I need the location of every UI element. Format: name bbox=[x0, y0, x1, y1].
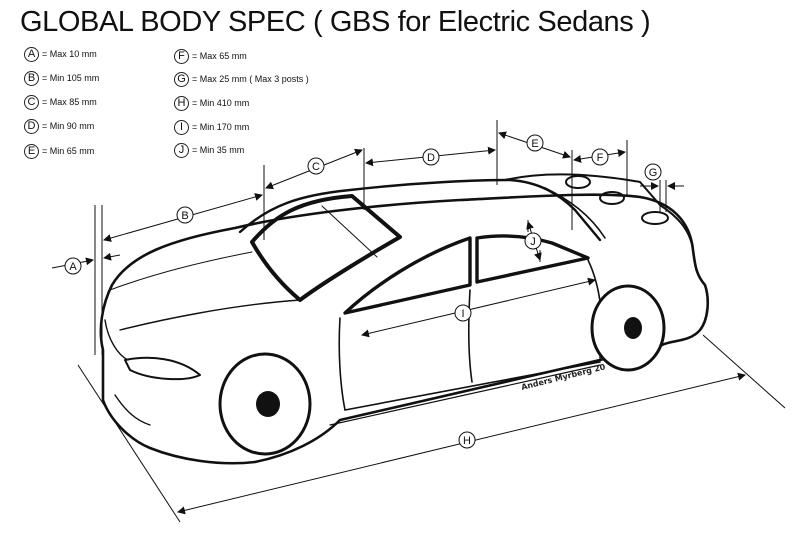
legend-item-d: D = Min 90 mm bbox=[24, 117, 94, 135]
legend-item-j: J = Min 35 mm bbox=[174, 141, 244, 159]
page-title: GLOBAL BODY SPEC ( GBS for Electric Seda… bbox=[20, 6, 651, 38]
dim-line-a-in bbox=[103, 252, 121, 261]
dim-label-j: J bbox=[524, 232, 542, 250]
svg-text:H: H bbox=[463, 435, 471, 447]
legend-badge-i: I bbox=[174, 119, 189, 135]
dim-label-i: I bbox=[454, 304, 472, 322]
legend-item-b: B = Min 105 mm bbox=[24, 69, 99, 87]
legend-item-e: E = Min 65 mm bbox=[24, 142, 94, 160]
dim-label-h: H bbox=[458, 431, 476, 449]
svg-text:I: I bbox=[461, 308, 464, 320]
dim-label-f: F bbox=[591, 148, 609, 166]
legend-badge-j: J bbox=[174, 142, 189, 158]
dim-label-a: A bbox=[64, 257, 82, 275]
legend-text-f: = Max 65 mm bbox=[192, 51, 247, 61]
legend-text-g: = Max 25 mm ( Max 3 posts ) bbox=[192, 74, 309, 84]
legend-badge-b: B bbox=[24, 70, 39, 86]
svg-text:D: D bbox=[427, 152, 435, 164]
artist-signature: Anders Myrberg 20 bbox=[520, 362, 606, 392]
legend-item-c: C = Max 85 mm bbox=[24, 93, 97, 111]
legend-text-j: = Min 35 mm bbox=[192, 145, 245, 155]
legend-badge-a: A bbox=[24, 46, 39, 62]
svg-text:G: G bbox=[649, 167, 658, 179]
legend-text-i: = Min 170 mm bbox=[192, 122, 250, 132]
legend-badge-c: C bbox=[24, 94, 39, 110]
svg-text:A: A bbox=[69, 261, 77, 273]
svg-text:B: B bbox=[181, 210, 188, 222]
dim-label-b: B bbox=[176, 206, 194, 224]
legend-badge-d: D bbox=[24, 118, 39, 134]
front-wheel bbox=[218, 352, 312, 456]
dim-label-g: G bbox=[644, 163, 662, 181]
dimension-lines bbox=[77, 120, 786, 523]
dim-label-c: C bbox=[307, 157, 325, 175]
legend-item-i: I = Min 170 mm bbox=[174, 118, 249, 136]
legend-badge-f: F bbox=[174, 48, 189, 64]
svg-text:J: J bbox=[530, 236, 536, 248]
legend-item-h: H = Min 410 mm bbox=[174, 94, 249, 112]
legend-badge-e: E bbox=[24, 143, 39, 159]
dim-line-i bbox=[361, 277, 596, 338]
legend-badge-g: G bbox=[174, 71, 189, 87]
svg-text:F: F bbox=[597, 152, 604, 164]
legend-text-h: = Min 410 mm bbox=[192, 98, 250, 108]
legend-item-a: A = Max 10 mm bbox=[24, 45, 97, 63]
legend-text-b: = Min 105 mm bbox=[42, 73, 100, 83]
legend-item-g: G = Max 25 mm ( Max 3 posts ) bbox=[174, 70, 309, 88]
legend-text-d: = Min 90 mm bbox=[42, 121, 95, 131]
legend-badge-h: H bbox=[174, 95, 189, 111]
legend-text-a: = Max 10 mm bbox=[42, 49, 97, 59]
legend-text-c: = Max 85 mm bbox=[42, 97, 97, 107]
rear-wheel bbox=[590, 284, 666, 372]
legend-item-f: F = Max 65 mm bbox=[174, 47, 247, 65]
svg-text:E: E bbox=[531, 138, 538, 150]
dim-label-d: D bbox=[422, 148, 440, 166]
svg-text:C: C bbox=[312, 161, 320, 173]
legend-text-e: = Min 65 mm bbox=[42, 146, 95, 156]
dim-label-e: E bbox=[526, 134, 544, 152]
